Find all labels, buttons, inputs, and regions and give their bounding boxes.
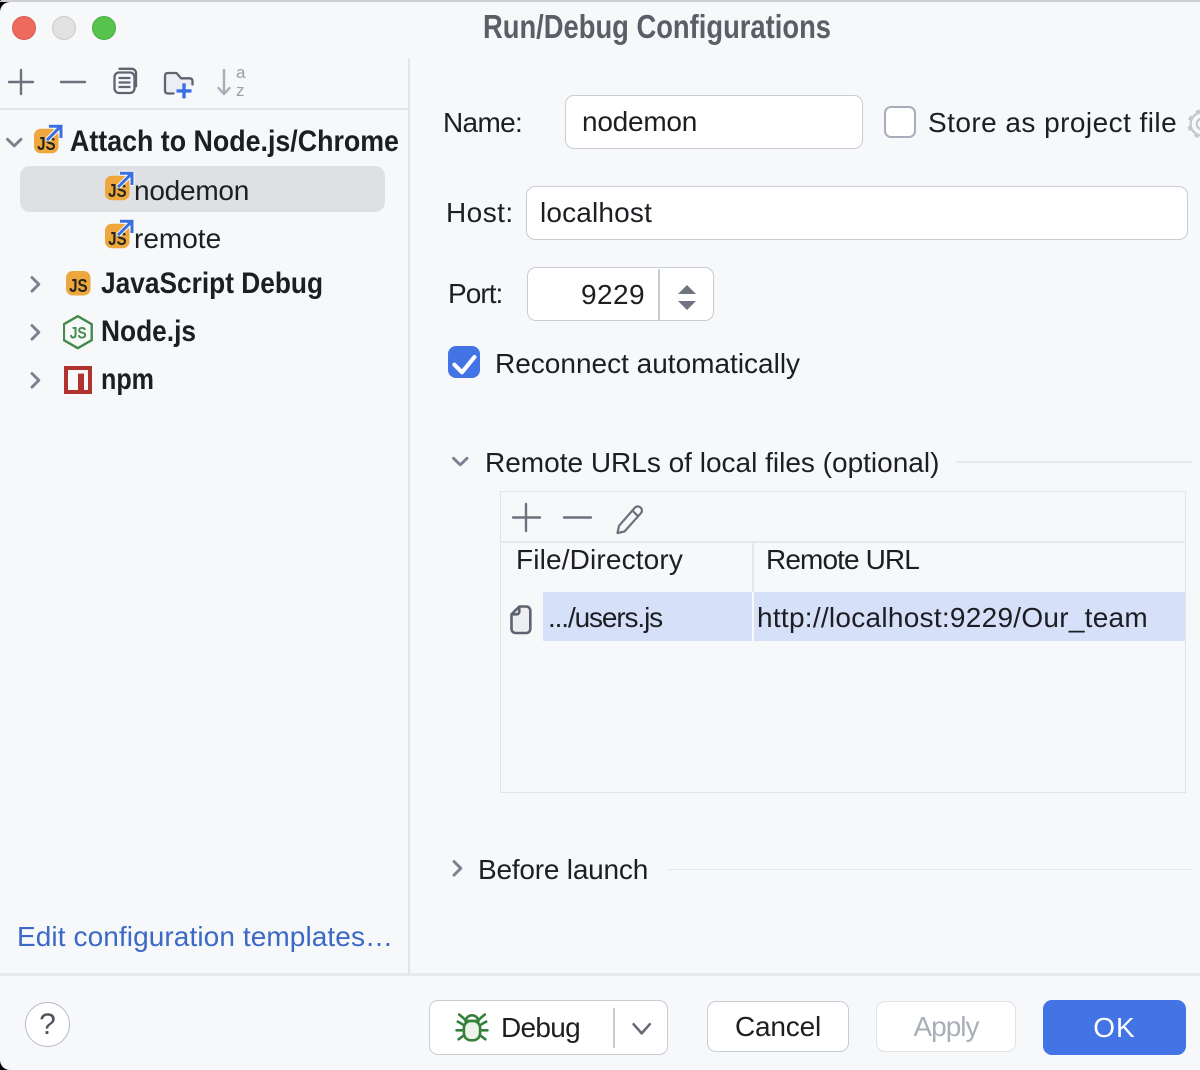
svg-text:JS: JS — [69, 276, 88, 296]
svg-text:z: z — [236, 81, 245, 100]
svg-text:JS: JS — [70, 324, 87, 343]
svg-text:a: a — [236, 63, 246, 82]
